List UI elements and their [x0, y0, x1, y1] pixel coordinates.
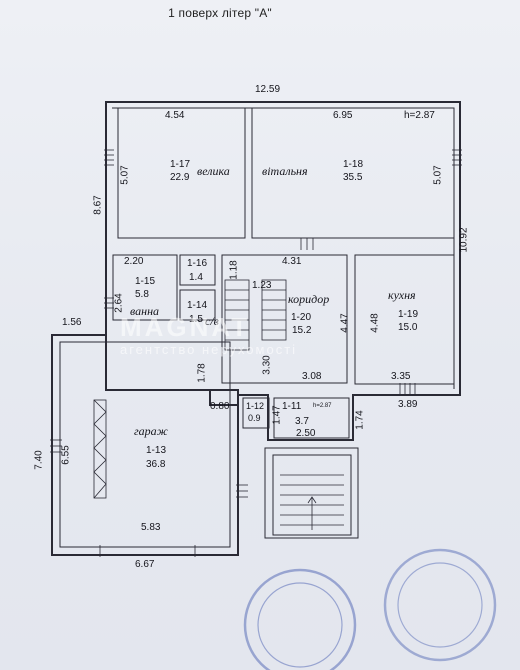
- room-1-13-id: 1-13: [146, 445, 167, 456]
- room-1-13-name: гараж: [134, 424, 168, 438]
- dim-wc-width: 0.80: [210, 401, 230, 412]
- dim-overall-height: 10.92: [458, 227, 470, 253]
- dim-bottom-335: 3.35: [391, 371, 411, 382]
- room-1-17-area: 22.9: [170, 172, 190, 183]
- porch-outline: [264, 447, 359, 539]
- dim-vest-height: 1.78: [196, 363, 208, 383]
- room-1-15-outline: [112, 254, 178, 321]
- stamp-left: [243, 568, 357, 670]
- dim-stair-w: 1.23: [252, 280, 272, 291]
- room-1-16-area: 1.4: [189, 272, 203, 283]
- room-1-18-outline: [251, 107, 455, 239]
- room-1-19-id: 1-19: [398, 309, 419, 320]
- dim-room18-height: 5.07: [432, 165, 444, 185]
- garage-outer-wall: [51, 334, 239, 556]
- dim-corridor-height: 3.30: [261, 355, 273, 375]
- room-1-14-id: 1-14: [187, 300, 208, 311]
- stamp-right: [383, 548, 497, 662]
- room-1-12-area: 0.9: [248, 413, 261, 423]
- room-1-11-id: 1-11: [282, 401, 302, 412]
- dim-left-upper: 8.67: [92, 195, 104, 215]
- room-1-19-outline: [354, 254, 455, 385]
- room-1-15-name: ванна: [130, 304, 160, 318]
- dim-ceiling: h=2.87: [404, 110, 435, 121]
- room-1-17-outline: [117, 107, 246, 239]
- dim-room15-height: 2.64: [113, 293, 125, 313]
- room-1-20-outline: [221, 254, 348, 384]
- room-1-18-id: 1-18: [343, 159, 364, 170]
- room-1-20-id: 1-20: [291, 312, 312, 323]
- room-1-17-name: велика: [197, 164, 230, 178]
- room-1-20-name: коридор: [288, 292, 330, 306]
- garage-inner: [59, 341, 231, 548]
- dim-hall-ceiling: h=2.87: [313, 403, 332, 409]
- room-1-20-area: 15.2: [292, 325, 312, 336]
- dim-garage-bottom: 6.67: [135, 559, 155, 570]
- room-1-12-id: 1-12: [246, 401, 265, 411]
- dim-corridor-width: 4.31: [282, 256, 302, 267]
- dim-kitchen-height: 4.48: [369, 313, 381, 333]
- room-1-12-outline: [242, 397, 270, 429]
- page-title: 1 поверх літер "А": [168, 6, 272, 20]
- garage-vehicle-outline: [93, 399, 107, 499]
- dim-garage-offset: 1.56: [62, 317, 82, 328]
- room-1-11-area: 3.7: [295, 416, 309, 427]
- dim-garage-inner-width: 5.83: [141, 522, 161, 533]
- porch-stairs: [280, 474, 344, 530]
- dim-bottom-308: 3.08: [302, 371, 322, 382]
- room-1-14-area: 1.5: [189, 314, 203, 325]
- room-1-19-area: 15.0: [398, 322, 418, 333]
- dim-garage-inner-height: 6.55: [60, 445, 72, 465]
- dim-right-174: 1.74: [354, 410, 366, 430]
- room-1-11-outline: [273, 397, 350, 439]
- dim-room17-width: 4.54: [165, 110, 185, 121]
- dim-corridor-right: 4.47: [339, 313, 351, 333]
- room-1-16-id: 1-16: [187, 258, 208, 269]
- room-1-15-id: 1-15: [135, 276, 156, 287]
- dim-room15-width: 2.20: [124, 256, 144, 267]
- windows: [50, 149, 462, 557]
- room-1-19-name: кухня: [388, 288, 416, 302]
- room-1-17-id: 1-17: [170, 159, 191, 170]
- room-1-18-name: вітальня: [262, 164, 308, 178]
- dim-bottom-389: 3.89: [398, 399, 418, 410]
- dim-hall-width: 2.50: [296, 428, 316, 439]
- staircase-inner: [224, 279, 287, 351]
- room-1-13-area: 36.8: [146, 459, 166, 470]
- dim-overall-width: 12.59: [255, 84, 281, 95]
- dim-stair-h: 1.18: [228, 260, 240, 280]
- dim-room17-height: 5.07: [119, 165, 131, 185]
- room-1-15-area: 5.8: [135, 289, 149, 300]
- dim-room18-width: 6.95: [333, 110, 353, 121]
- room-1-18-area: 35.5: [343, 172, 363, 183]
- room-1-16-outline: [179, 254, 216, 286]
- room-1-14-name: с/в: [205, 314, 219, 328]
- room-1-14-outline: [179, 289, 216, 321]
- dim-garage-height: 7.40: [33, 450, 45, 470]
